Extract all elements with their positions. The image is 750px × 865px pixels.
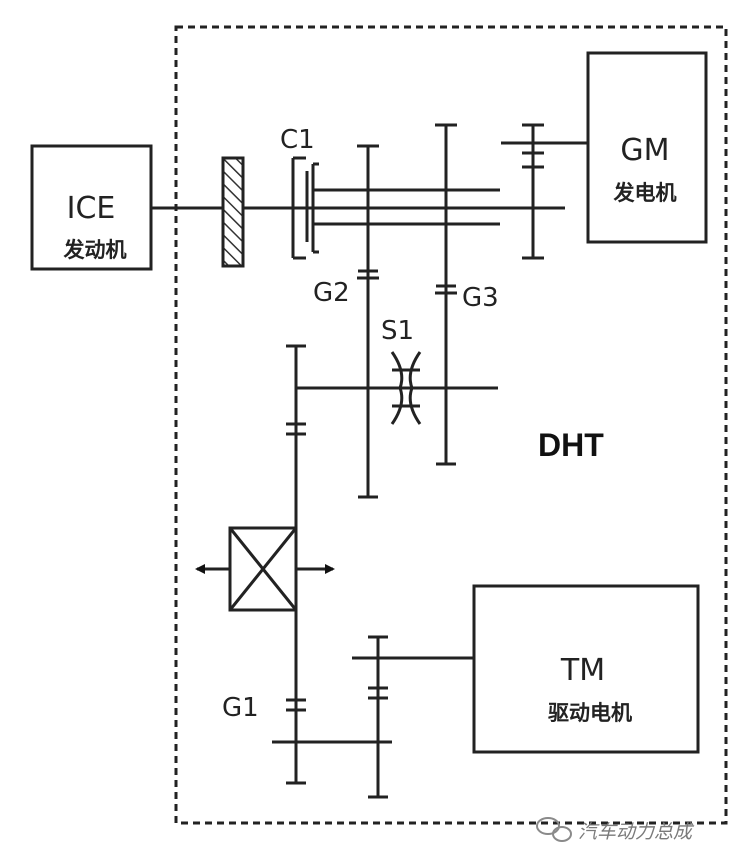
gear-g2-upper <box>357 144 379 280</box>
label-s1: S1 <box>381 316 414 346</box>
hollow-output-shaft <box>313 188 500 226</box>
label-g3: G3 <box>462 283 499 313</box>
countershaft <box>296 280 498 499</box>
ice-engine-box: ICE 发动机 <box>30 144 153 271</box>
tm-label: TM <box>560 653 605 688</box>
differential <box>195 526 335 612</box>
torsional-damper <box>221 156 245 268</box>
generator-gear <box>501 123 588 260</box>
tm-reduction-gears <box>272 635 474 799</box>
output-shaft <box>286 344 306 785</box>
gear-g3-upper <box>435 123 457 295</box>
dht-housing-boundary <box>174 25 728 825</box>
gm-generator-box: GM 发电机 <box>586 51 708 244</box>
gm-sublabel: 发电机 <box>613 181 677 205</box>
watermark-text: 汽车动力总成 <box>578 821 695 843</box>
label-g2: G2 <box>313 278 350 308</box>
label-g1: G1 <box>222 693 259 723</box>
tm-motor-box: TM 驱动电机 <box>472 584 700 754</box>
wechat-icon <box>536 817 572 842</box>
watermark: 汽车动力总成 <box>536 817 695 843</box>
label-c1: C1 <box>280 125 315 155</box>
mesh-marks-g2-g3 <box>358 269 456 288</box>
ice-label: ICE <box>67 191 116 226</box>
ice-sublabel: 发动机 <box>63 238 127 262</box>
dht-label: DHT <box>538 427 604 463</box>
clutch-c1 <box>291 156 319 260</box>
synchronizer-s1 <box>390 351 422 425</box>
tm-sublabel: 驱动电机 <box>548 701 632 725</box>
gm-label: GM <box>620 133 669 168</box>
